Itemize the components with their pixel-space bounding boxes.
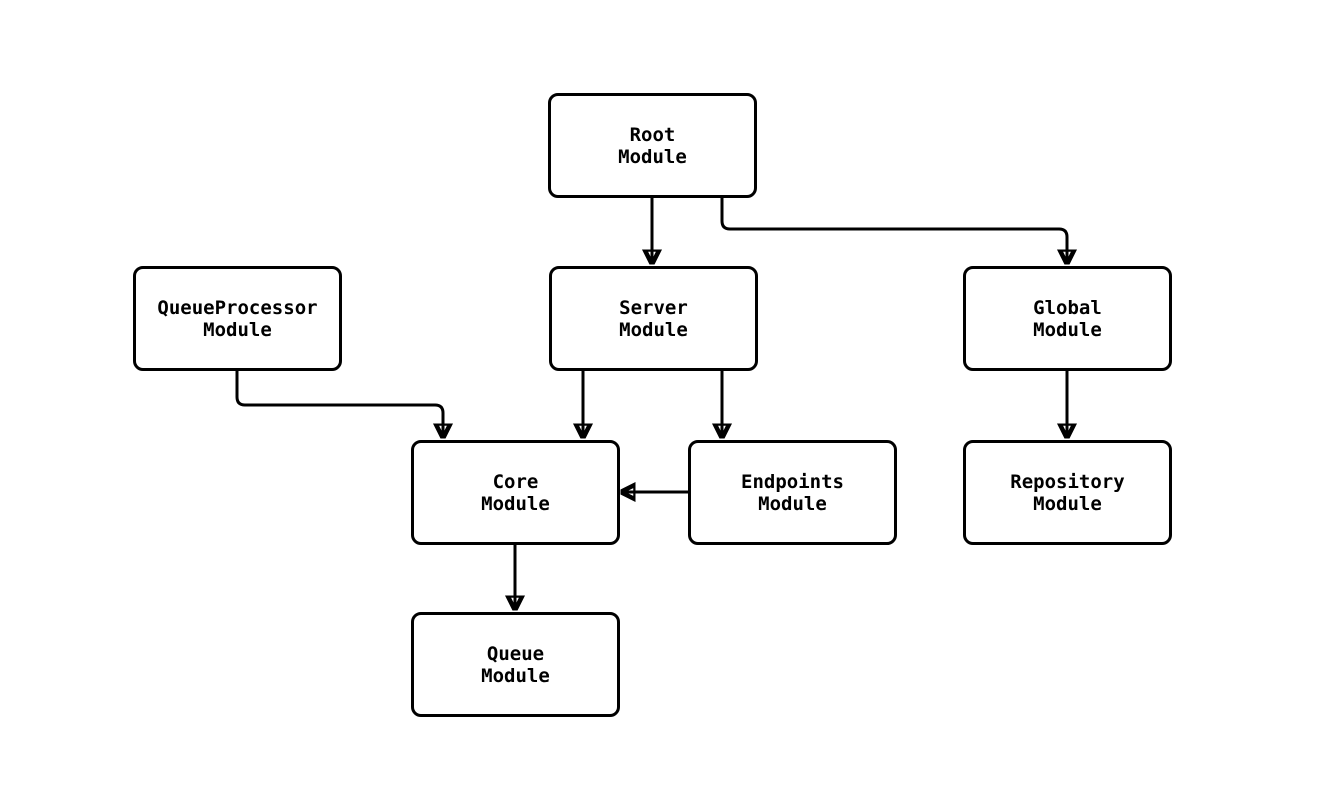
node-label-line: Module (618, 145, 687, 168)
node-queue-module: Queue Module (411, 612, 620, 717)
node-label-line: Module (758, 492, 827, 515)
node-label-line: Core (492, 470, 539, 493)
node-endpoints-module: Endpoints Module (688, 440, 897, 545)
node-label-line: Module (619, 318, 688, 341)
node-label-line: Root (629, 123, 676, 146)
node-label-line: Global (1033, 296, 1102, 319)
node-label-line: Module (1033, 318, 1102, 341)
edge-root-to-global (720, 198, 1067, 263)
node-global-module: Global Module (963, 266, 1172, 371)
node-label-line: Repository (1010, 470, 1125, 493)
node-label-line: Queue (486, 642, 545, 665)
node-root-module: Root Module (548, 93, 757, 198)
edge-queueprocessor-to-core (235, 371, 443, 437)
node-core-module: Core Module (411, 440, 620, 545)
node-label-line: Module (481, 492, 550, 515)
node-server-module: Server Module (549, 266, 758, 371)
node-label-line: Endpoints (741, 470, 844, 493)
node-label-line: Module (481, 664, 550, 687)
node-label-line: QueueProcessor (157, 296, 318, 319)
node-repository-module: Repository Module (963, 440, 1172, 545)
node-label-line: Server (619, 296, 688, 319)
node-label-line: Module (203, 318, 272, 341)
node-label-line: Module (1033, 492, 1102, 515)
node-queueprocessor-module: QueueProcessor Module (133, 266, 342, 371)
